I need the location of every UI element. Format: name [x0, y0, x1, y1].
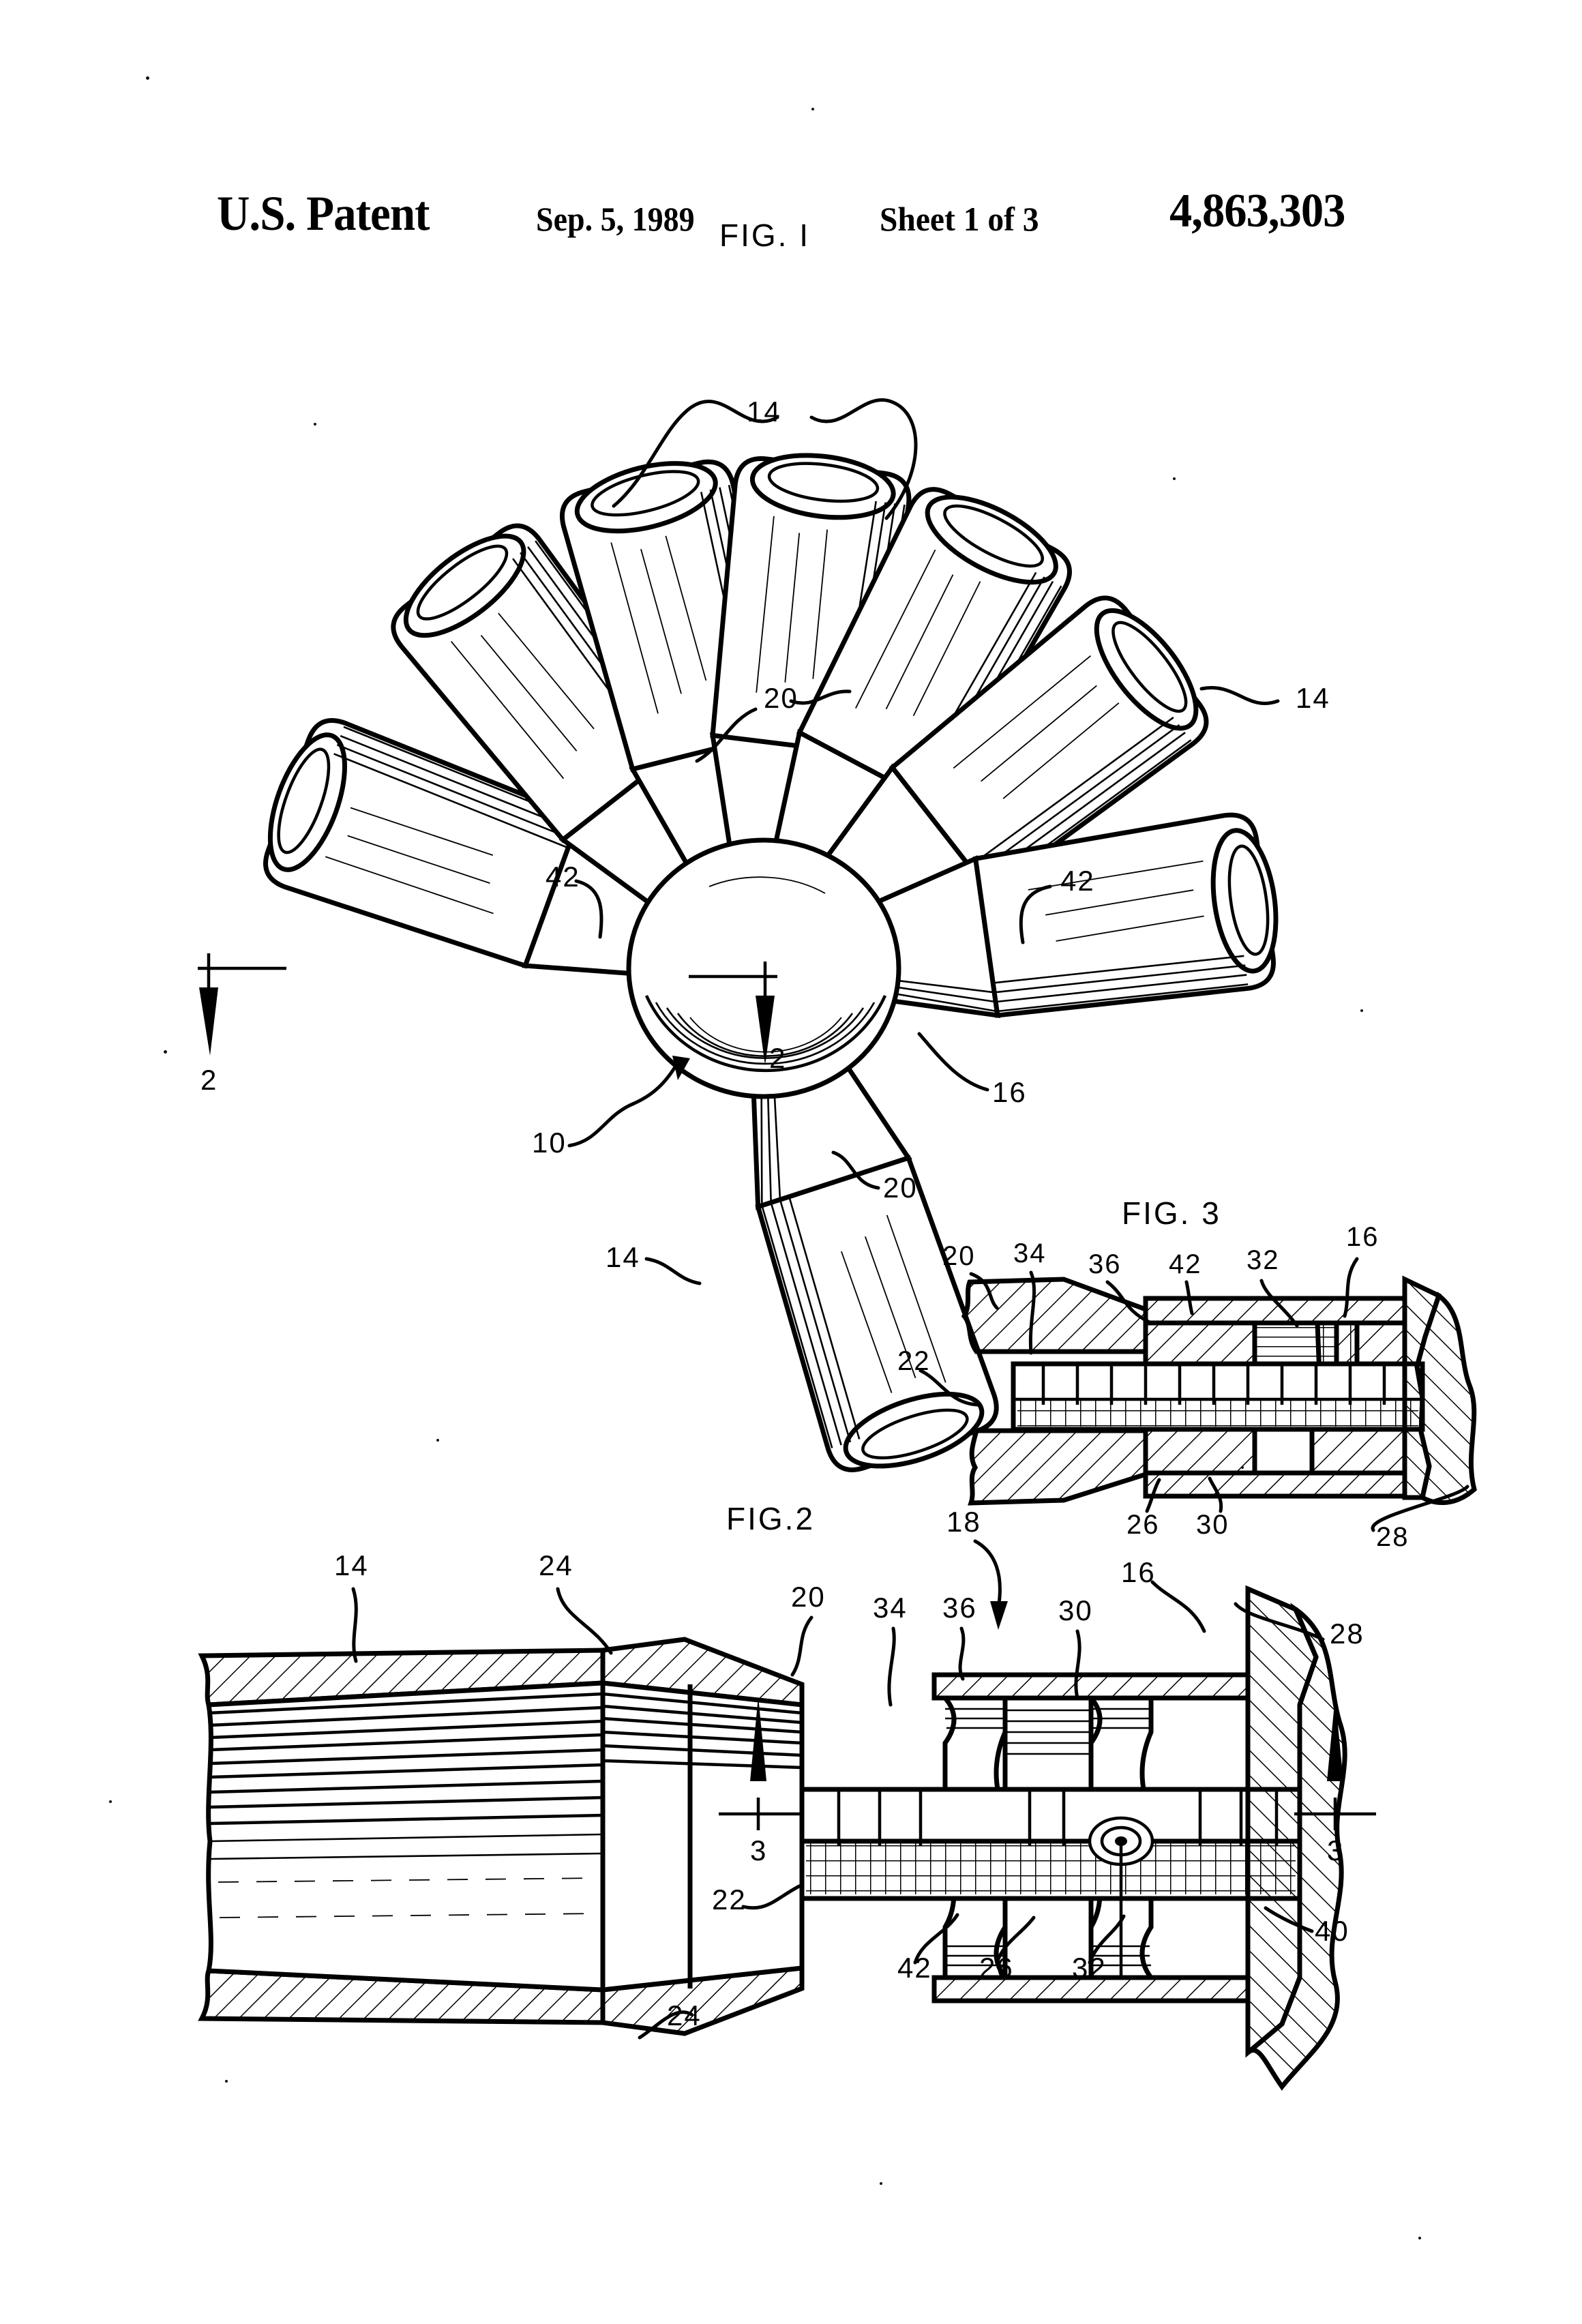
fig1-drawing: [198, 398, 1286, 1486]
fig2-section-mark-right: [1294, 1697, 1376, 1830]
fig2-callout-24-top: 24: [539, 1549, 573, 1581]
fig3-callout-22: 22: [897, 1346, 931, 1376]
fig1-callout-16: 16: [992, 1076, 1027, 1108]
fig1-callout-14-right: 14: [1296, 682, 1330, 714]
fig2-callout-24-bottom: 24: [667, 1999, 702, 2031]
patent-number: 4,863,303: [1169, 185, 1345, 237]
fig1-callout-42-right: 42: [1060, 865, 1095, 897]
fig1-caption: FIG. I: [719, 218, 810, 253]
fig1-section-label-2-center: 2: [769, 1042, 787, 1074]
fig1-section-mark-center: [689, 962, 777, 1065]
fig3-callout-28: 28: [1376, 1522, 1409, 1552]
fig3-callout-36: 36: [1088, 1249, 1122, 1279]
fig3-callout-34: 34: [1013, 1238, 1047, 1268]
sheet-number: Sheet 1 of 3: [880, 200, 1039, 238]
fig3-callout-32: 32: [1247, 1245, 1280, 1275]
fig1-section-mark-left: [198, 953, 286, 1056]
fig2-caption: FIG.2: [726, 1501, 816, 1536]
fig2-callout-42: 42: [897, 1952, 932, 1984]
fig1-callout-20-upper: 20: [764, 682, 799, 714]
fig1-callout-14-lower: 14: [606, 1241, 640, 1273]
fig2-callout-20: 20: [791, 1581, 826, 1613]
fig1-callout-14-top: 14: [747, 396, 781, 428]
fig1-callout-20-lower: 20: [883, 1172, 918, 1204]
sheet-header: U.S. Patent Sep. 5, 1989 Sheet 1 of 3 4,…: [0, 95, 1582, 241]
fig2-callout-40: 40: [1315, 1915, 1349, 1947]
fig2-callout-30: 30: [1058, 1594, 1093, 1626]
fig3-callout-30: 30: [1196, 1510, 1229, 1540]
fig2-callout-32: 32: [1072, 1952, 1107, 1984]
fig2-section-label-3-left: 3: [750, 1834, 768, 1866]
fig1-callout-42-left: 42: [546, 861, 580, 893]
fig3-caption: FIG. 3: [1122, 1195, 1221, 1231]
fig3-callout-42: 42: [1169, 1249, 1202, 1279]
fig3-callout-26: 26: [1126, 1510, 1160, 1540]
fig2-section-mark-left: [719, 1697, 801, 1830]
patent-office-title: U.S. Patent: [217, 186, 430, 241]
fig2-callout-36: 36: [942, 1592, 977, 1624]
fig2-callout-14: 14: [334, 1549, 369, 1581]
fig3-callout-16: 16: [1346, 1222, 1379, 1252]
fig2-callout-28: 28: [1330, 1618, 1364, 1650]
fig1-callout-10: 10: [532, 1127, 567, 1159]
fig3-callout-20: 20: [942, 1241, 976, 1271]
fig2-callout-16: 16: [1121, 1556, 1156, 1588]
fig2-callout-18: 18: [946, 1506, 981, 1538]
fig3-drawing: [919, 1257, 1477, 1532]
patent-date: Sep. 5, 1989: [536, 200, 695, 238]
fig2-section-label-3-right: 3: [1327, 1834, 1345, 1866]
fig2-drawing: [198, 1539, 1376, 2091]
fig1-section-label-2-left: 2: [200, 1064, 218, 1096]
fig2-callout-22: 22: [712, 1883, 747, 1916]
fig2-callout-34: 34: [873, 1592, 908, 1624]
fig2-callout-26: 26: [979, 1952, 1014, 1984]
